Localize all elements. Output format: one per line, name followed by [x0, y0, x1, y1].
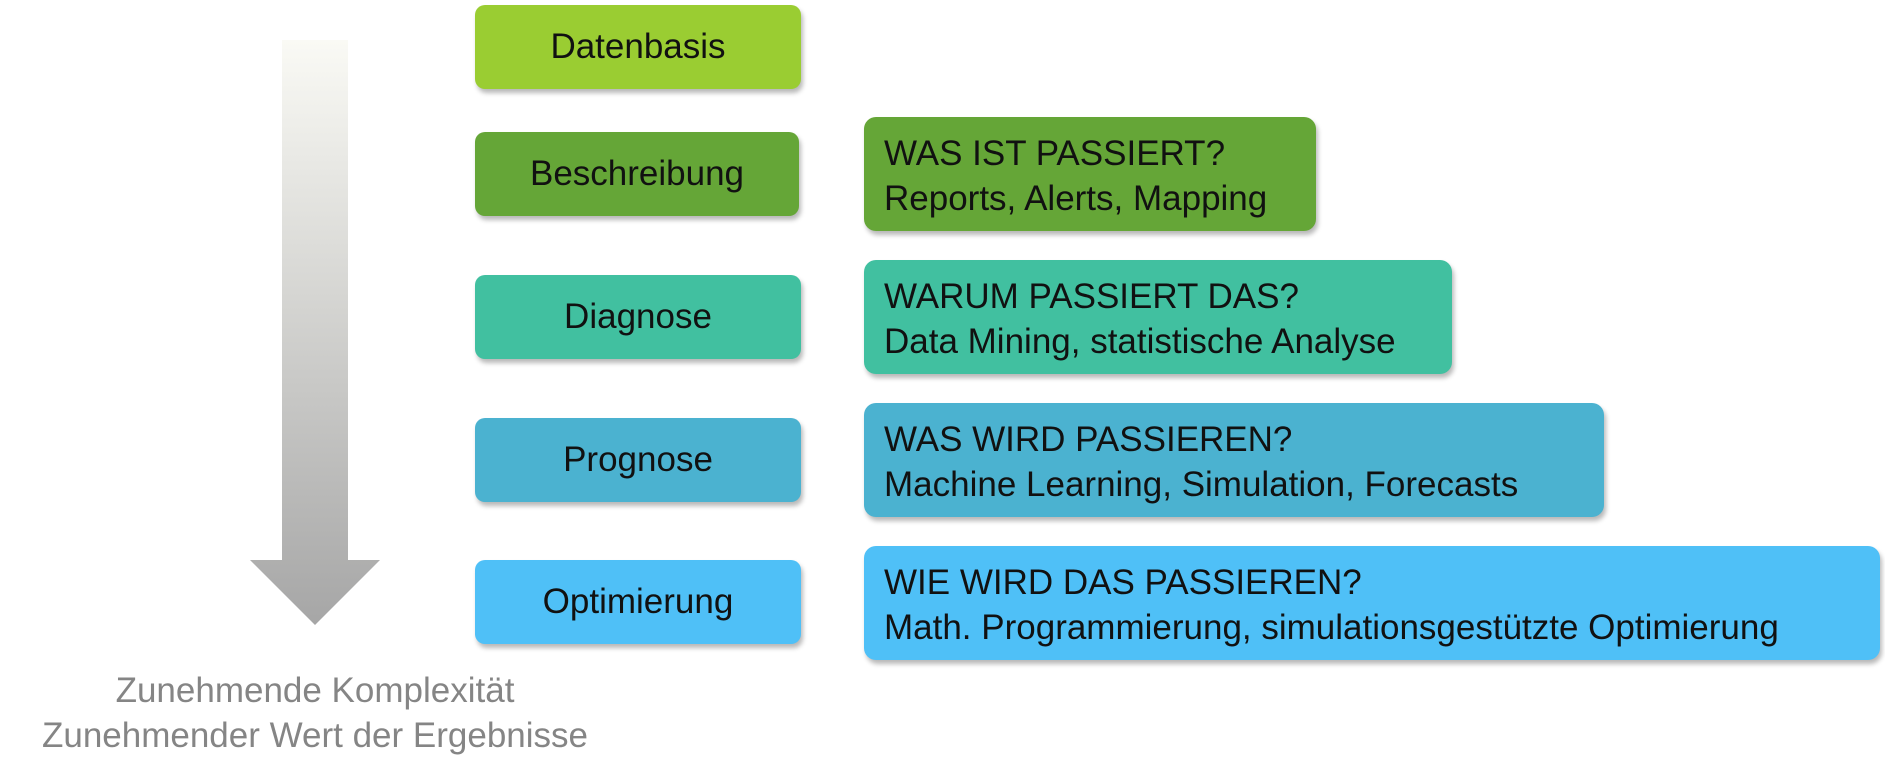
- desc-question: WAS WIRD PASSIEREN?: [884, 420, 1293, 459]
- desc-methods: Reports, Alerts, Mapping: [884, 179, 1268, 218]
- desc-diagnose: WARUM PASSIERT DAS? Data Mining, statist…: [864, 260, 1452, 374]
- stage-beschreibung: Beschreibung: [475, 132, 799, 216]
- desc-prognose: WAS WIRD PASSIEREN? Machine Learning, Si…: [864, 403, 1604, 517]
- stage-prognose: Prognose: [475, 418, 801, 502]
- desc-methods: Machine Learning, Simulation, Forecasts: [884, 465, 1519, 504]
- desc-question: WAS IST PASSIERT?: [884, 134, 1226, 173]
- caption-line-complexity: Zunehmende Komplexität: [115, 671, 515, 710]
- complexity-arrow: [250, 40, 380, 625]
- arrow-caption: Zunehmende Komplexität Zunehmender Wert …: [0, 668, 630, 758]
- desc-methods: Data Mining, statistische Analyse: [884, 322, 1396, 361]
- stage-diagnose: Diagnose: [475, 275, 801, 359]
- desc-beschreibung: WAS IST PASSIERT? Reports, Alerts, Mappi…: [864, 117, 1316, 231]
- caption-line-value: Zunehmender Wert der Ergebnisse: [41, 716, 589, 755]
- desc-question: WIE WIRD DAS PASSIEREN?: [884, 563, 1362, 602]
- stage-datenbasis: Datenbasis: [475, 5, 801, 89]
- down-arrow-icon: [250, 40, 380, 625]
- desc-methods: Math. Programmierung, simulationsgestütz…: [884, 608, 1779, 647]
- desc-question: WARUM PASSIERT DAS?: [884, 277, 1299, 316]
- stage-optimierung: Optimierung: [475, 560, 801, 644]
- desc-optimierung: WIE WIRD DAS PASSIEREN? Math. Programmie…: [864, 546, 1880, 660]
